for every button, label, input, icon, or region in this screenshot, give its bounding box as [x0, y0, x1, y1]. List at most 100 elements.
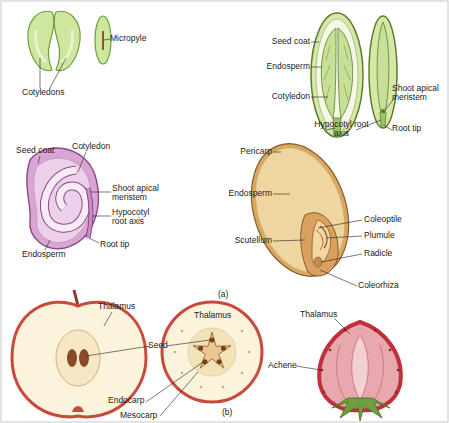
- part-label: Shoot apical meristem: [392, 84, 448, 103]
- cotyledon-shape: [28, 11, 54, 70]
- thalamus: [319, 322, 401, 410]
- part-label: Seed coat: [16, 146, 54, 155]
- apple-seed: [210, 338, 215, 343]
- leader-line: [311, 97, 328, 98]
- cotyledon-shape: [44, 170, 86, 228]
- part-label: Coleorhiza: [358, 281, 399, 290]
- strawberry: [319, 322, 401, 421]
- leader-line: [89, 238, 99, 243]
- vascular-dots: [174, 330, 250, 388]
- scutellum: [301, 213, 338, 276]
- achene-dot: [329, 349, 332, 352]
- hypocotyl: [380, 112, 386, 126]
- part-label: Micropyle: [110, 34, 146, 43]
- radicle: [314, 257, 322, 267]
- apple-seed: [198, 346, 203, 351]
- part-label: Hypocotyl root axis: [112, 208, 162, 227]
- apple-seed: [79, 349, 89, 367]
- part-label: Thalamus: [194, 311, 231, 320]
- cotyledon-outline: [44, 170, 86, 228]
- achene-dot: [374, 329, 377, 332]
- achene-dot: [397, 369, 400, 372]
- part-label: Thalamus: [98, 302, 135, 311]
- apple-seed: [217, 359, 222, 364]
- leader-line: [273, 194, 290, 195]
- achene-dot: [323, 391, 326, 394]
- endosperm: [316, 19, 358, 131]
- pith: [352, 335, 369, 400]
- dot: [248, 351, 250, 353]
- leader-line: [92, 216, 111, 217]
- part-label: Hypocotyl root axis: [314, 120, 369, 139]
- leader-lines: [38, 152, 111, 250]
- cotyledon-shape: [321, 28, 336, 118]
- seed-side: [95, 16, 111, 64]
- endosperm: [240, 136, 359, 284]
- apple-seed: [202, 359, 207, 364]
- part-label: Pericarp: [224, 147, 272, 156]
- coleoptile: [316, 230, 323, 250]
- dot: [241, 330, 243, 332]
- leader-line: [50, 58, 66, 88]
- seed-coat: [27, 148, 98, 249]
- leader-line: [86, 346, 150, 356]
- leader-line: [38, 156, 40, 164]
- leader-line: [45, 240, 50, 250]
- veins: [324, 45, 350, 100]
- thalamus: [12, 302, 146, 417]
- leader-lines: [86, 312, 210, 416]
- part-label: Endosperm: [22, 250, 65, 259]
- achene-dot: [321, 369, 324, 372]
- leader-lines: [273, 152, 362, 286]
- leader-line: [318, 220, 362, 228]
- leader-line: [166, 340, 210, 346]
- part-label: Cotyledon: [72, 142, 110, 151]
- achenes: [321, 329, 400, 394]
- leader-line: [273, 240, 305, 241]
- leader-line: [104, 312, 112, 326]
- part-label: Cotyledon: [262, 92, 310, 101]
- dot: [200, 386, 202, 388]
- achene-dot: [389, 349, 392, 352]
- part-label: Mesocarp: [120, 411, 157, 420]
- part-label: Endosperm: [224, 189, 272, 198]
- leader-line: [334, 318, 350, 334]
- dot: [181, 372, 183, 374]
- leader-line: [311, 67, 322, 68]
- part-label: Endosperm: [262, 62, 310, 71]
- part-label: Seed coat: [262, 37, 310, 46]
- plumule: [320, 226, 327, 248]
- part-label: Coleoptile: [364, 215, 402, 224]
- apple-seed: [67, 349, 77, 367]
- part-label: Scutellum: [224, 236, 272, 245]
- embryo-axis: [312, 220, 331, 265]
- highlight: [62, 30, 73, 62]
- leader-line: [40, 58, 41, 88]
- dot: [241, 372, 243, 374]
- part-label: Shoot apical meristem: [112, 184, 172, 203]
- endocarp: [193, 332, 231, 368]
- part-label: Root tip: [100, 240, 129, 249]
- part-label: Thalamus: [300, 310, 337, 319]
- leader-lines: [40, 39, 110, 88]
- core: [56, 330, 100, 386]
- leader-line: [311, 42, 319, 43]
- leader-line: [160, 372, 198, 416]
- dicot-section: [311, 13, 397, 137]
- leader-line: [296, 366, 321, 370]
- highlight: [35, 30, 46, 62]
- part-label: Plumule: [364, 231, 395, 240]
- part-label: Achene: [268, 361, 297, 370]
- leader-line: [320, 270, 357, 286]
- part-label: (a): [218, 290, 228, 299]
- leader-line: [273, 152, 281, 153]
- leader-lines: [311, 42, 396, 130]
- castor-seed: [27, 148, 98, 249]
- core-star: [174, 328, 250, 388]
- part-label: Cotyledons: [22, 88, 65, 97]
- leader-lines: [296, 318, 350, 370]
- apple-seeds: [198, 338, 226, 365]
- apple-seed: [221, 346, 226, 351]
